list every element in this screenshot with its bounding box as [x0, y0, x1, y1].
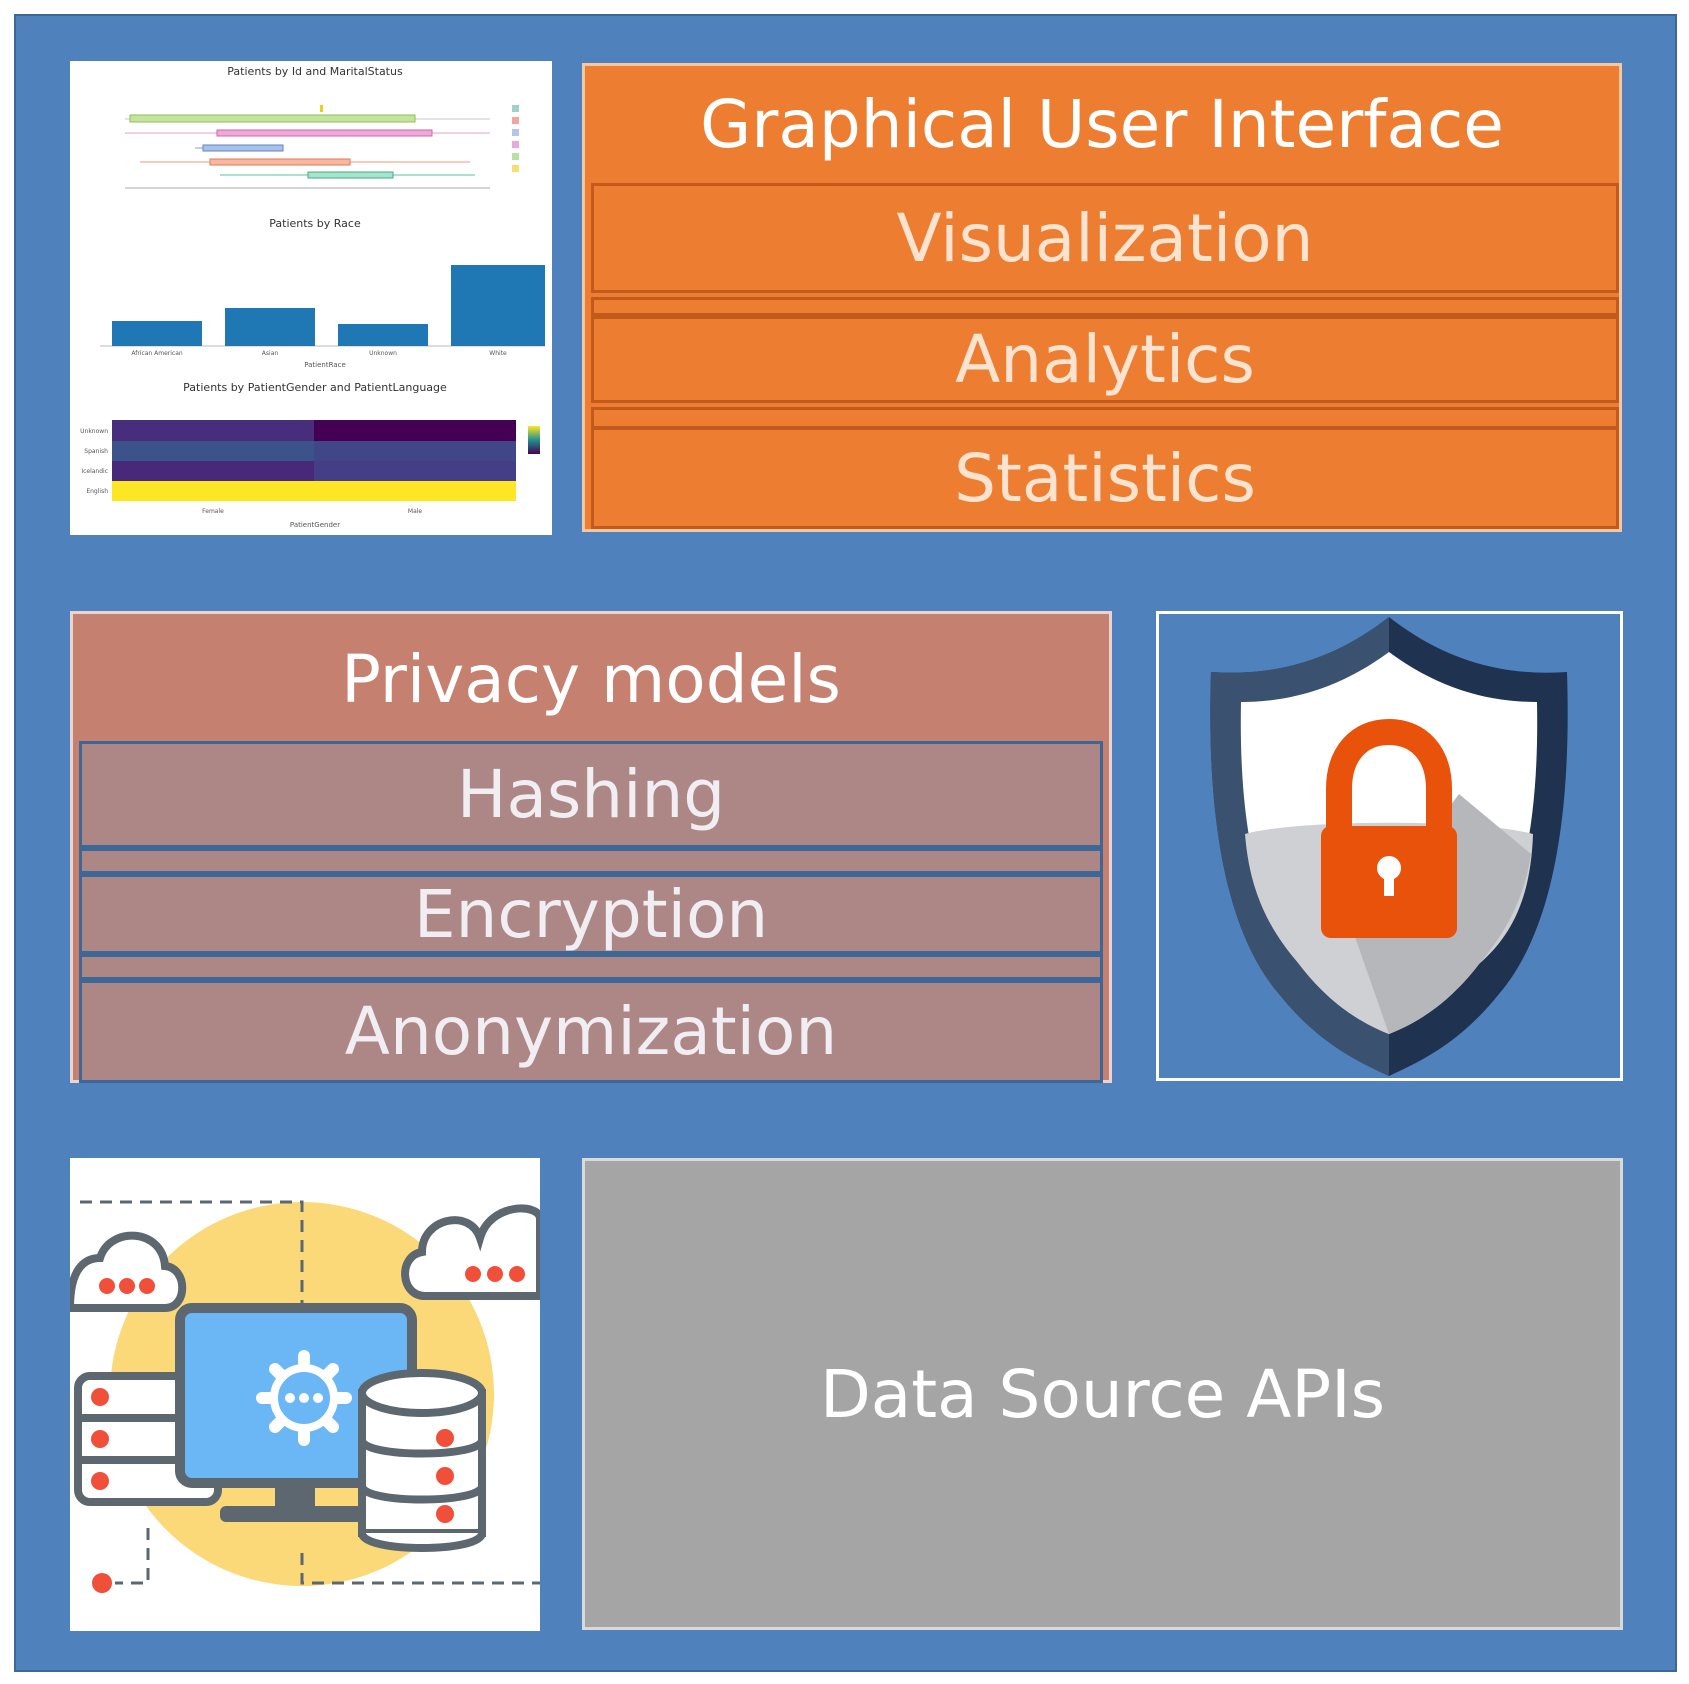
network-illustration	[65, 1200, 544, 1593]
cloud-icon	[65, 1231, 187, 1312]
heatmap-colorbar	[528, 426, 540, 454]
infrastructure-illustration	[65, 1158, 544, 1631]
security-panel	[1156, 611, 1623, 1081]
gender-language-heatmap: Unknown Spanish Icelandic English Female…	[80, 420, 516, 529]
race-bar-chart: African American Asian Unknown White Pat…	[100, 265, 545, 369]
race-cat-2: Unknown	[369, 350, 397, 357]
bar-white	[451, 265, 545, 346]
heat-col-0: Female	[202, 508, 224, 515]
dashboard-thumbnail: Patients by Id and MaritalStatus Patient	[70, 61, 552, 535]
heat-row-3: English	[86, 488, 108, 495]
race-cat-3: White	[489, 350, 507, 357]
boxplot-chart	[125, 105, 490, 179]
race-xlabel: PatientRace	[304, 361, 346, 369]
cloud-icon	[401, 1204, 544, 1300]
bar-asian	[225, 308, 315, 346]
boxplot-legend	[512, 105, 519, 172]
privacy-title: Privacy models	[341, 640, 841, 718]
heat-row-0: Unknown	[80, 428, 108, 435]
gui-layer-gap	[591, 297, 1619, 316]
privacy-layer-hashing: Hashing	[79, 741, 1103, 848]
race-cat-0: African American	[131, 350, 183, 357]
privacy-layer-stack: Privacy models Hashing Encryption Anonym…	[70, 611, 1112, 1083]
privacy-layer-anonymization: Anonymization	[79, 980, 1103, 1083]
gui-title: Graphical User Interface	[700, 86, 1504, 163]
gui-layer-visualization: Visualization	[591, 183, 1619, 293]
bar-unknown	[338, 324, 428, 346]
monitor-gear-icon	[175, 1303, 417, 1522]
heat-row-1: Spanish	[84, 448, 108, 455]
chart2-title: Patients by Race	[269, 217, 361, 230]
database-icon	[358, 1369, 486, 1552]
bar-african-american	[112, 321, 202, 346]
privacy-layer-encryption: Encryption	[79, 874, 1103, 954]
gui-layer-stack: Graphical User Interface Visualization A…	[582, 63, 1622, 532]
chart1-title: Patients by Id and MaritalStatus	[227, 65, 403, 78]
heat-xlabel: PatientGender	[290, 521, 340, 529]
privacy-layer-gap	[79, 848, 1103, 874]
chart3-title: Patients by PatientGender and PatientLan…	[183, 381, 447, 394]
heat-row-2: Icelandic	[81, 468, 108, 475]
shield-lock-icon	[1210, 617, 1568, 1076]
race-cat-1: Asian	[262, 350, 279, 357]
dashboard-charts: Patients by Id and MaritalStatus Patient	[70, 61, 552, 535]
gui-layer-analytics: Analytics	[591, 316, 1619, 403]
privacy-layer-gap	[79, 954, 1103, 980]
data-source-apis: Data Source APIs	[582, 1158, 1623, 1630]
gui-layer-gap	[591, 407, 1619, 429]
heat-col-1: Male	[408, 508, 423, 515]
gui-layer-statistics: Statistics	[591, 427, 1619, 529]
